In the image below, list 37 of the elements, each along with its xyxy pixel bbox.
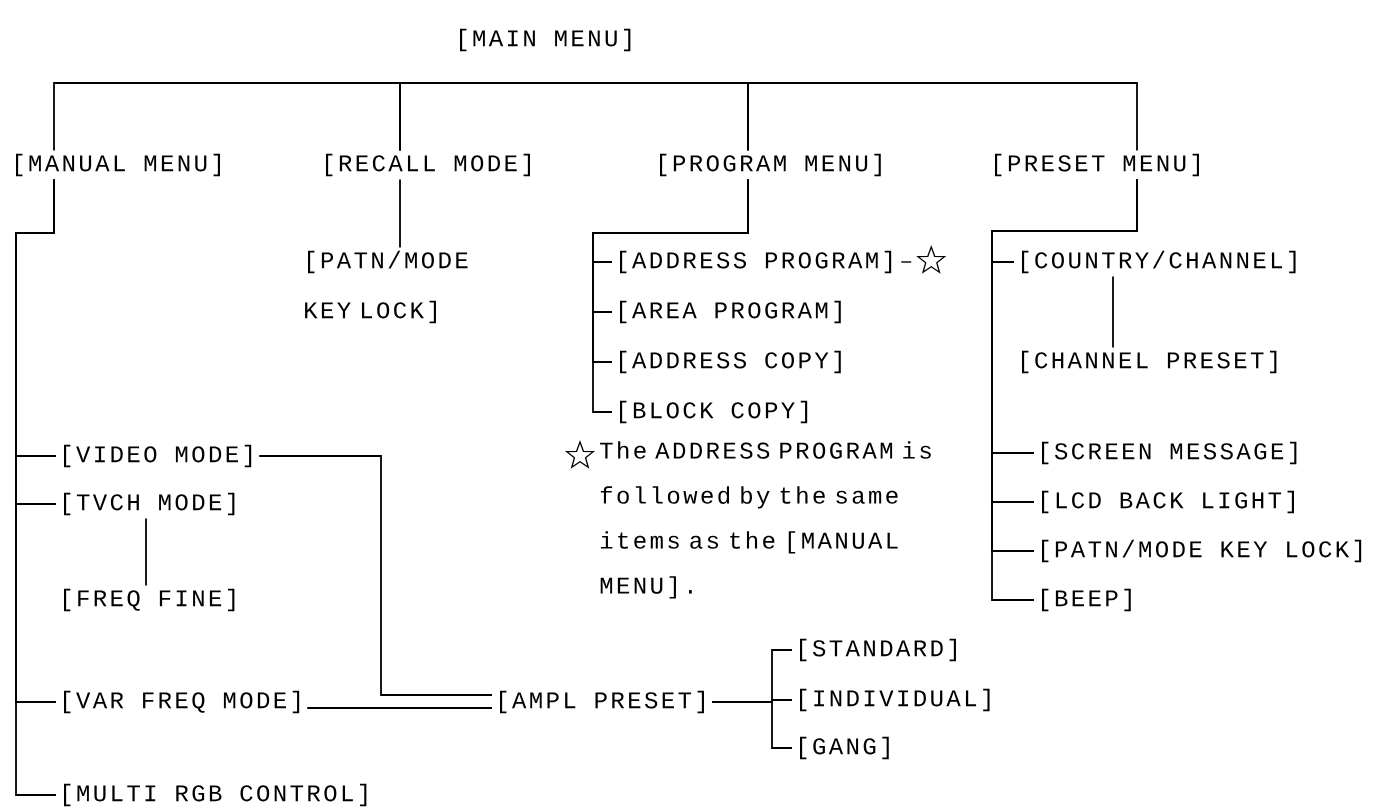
menu-item: [PATN/MODE KEY LOCK] [305,250,468,324]
menu-title: [MAIN MENU] [460,28,631,52]
menu-item: [BEEP] [1042,588,1131,612]
menu-item: [ADDRESS PROGRAM] [620,250,892,274]
menu-item: [AREA PROGRAM] [620,300,841,324]
connector-line [711,701,793,749]
connector-line [145,517,147,587]
menu-item: [PROGRAM MENU] [660,153,881,177]
menu-item: [FREQ FINE] [64,588,235,612]
connector-line [399,178,401,249]
menu-item: [GANG] [800,736,889,760]
menu-item: [LCD BACK LIGHT] [1042,490,1294,514]
connector-line [592,178,749,413]
connector-line [1112,275,1114,349]
menu-item: [COUNTRY/CHANNEL] [1022,250,1296,274]
menu-item: [VIDEO MODE] [64,444,252,468]
menu-item: [PRESET MENU] [995,153,1199,177]
connector-line [306,707,493,709]
menu-item: [SCREEN MESSAGE] [1042,441,1297,465]
connector-line [399,82,749,152]
menu-item: [AMPL PRESET] [500,690,704,714]
menu-item: [MANUAL MENU] [16,153,220,177]
footnote: The ADDRESS PROGRAM is followed by the same items as the [MANUAL MENU]. [600,441,931,599]
menu-item: [MULTI RGB CONTROL] [64,783,367,807]
menu-item: [TVCH MODE] [64,492,235,516]
menu-item: [PATN/MODE KEY LOCK] [1042,539,1362,563]
menu-item: [BLOCK COPY] [620,400,808,424]
connector-line [53,82,401,152]
menu-item: [STANDARD] [800,638,956,662]
connector-line [258,455,493,696]
menu-item: [INDIVIDUAL] [800,688,990,712]
menu-item: [ADDRESS COPY] [620,350,841,374]
connector-line [15,178,57,796]
menu-item: [CHANNEL PRESET] [1022,350,1277,374]
menu-item: [VAR FREQ MODE] [64,690,300,714]
menu-item: [RECALL MODE] [326,153,530,177]
connector-line [747,82,1138,152]
